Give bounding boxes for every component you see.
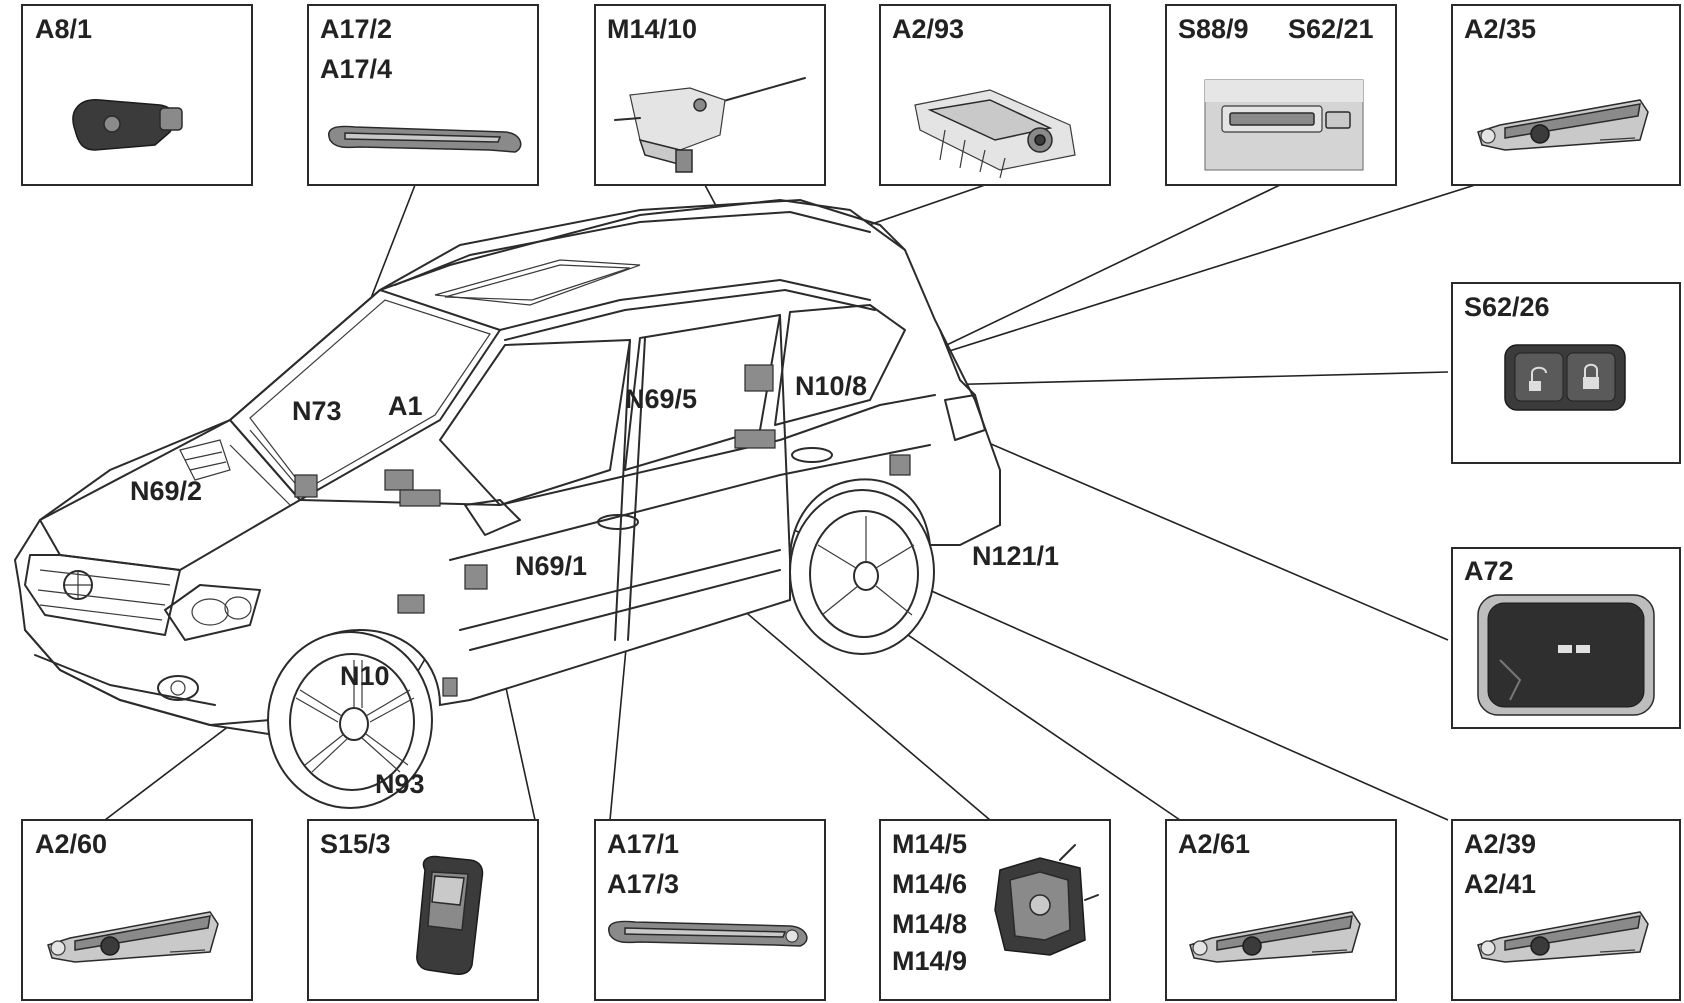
antenna-module-icon — [914, 89, 1076, 179]
actuator-motor-icon — [614, 77, 806, 173]
component-label: S62/21 — [1288, 14, 1374, 44]
component-box-s15-3: S15/3 — [307, 819, 539, 1001]
antenna-bar-icon — [47, 911, 219, 963]
component-box-a8-1: A8/1 — [21, 4, 253, 186]
component-box-a72: A72 — [1451, 547, 1681, 729]
callout-n69-2: N69/2 — [130, 476, 202, 506]
component-box-a2-35: A2/35 — [1451, 4, 1681, 186]
rocker-switch-icon — [416, 855, 484, 975]
component-box-a17-2: A17/2 A17/4 — [307, 4, 539, 186]
component-label: A2/93 — [892, 14, 964, 44]
component-label: A17/3 — [607, 869, 679, 899]
component-box-m14-10: M14/10 — [594, 4, 826, 186]
component-label: A2/41 — [1464, 869, 1536, 899]
callout-n93: N93 — [375, 769, 425, 799]
antenna-bar-icon — [1477, 99, 1649, 151]
component-label: A72 — [1464, 556, 1514, 586]
callout-n10: N10 — [340, 661, 390, 691]
component-label: A2/61 — [1178, 829, 1250, 859]
component-label: M14/8 — [892, 909, 967, 939]
door-handle-icon — [328, 125, 522, 153]
callout-labels: N73 A1 N69/2 N69/5 N10/8 N69/1 N121/1 N1… — [130, 371, 1059, 799]
component-box-m14-5: M14/5 M14/6 M14/8 M14/9 — [879, 819, 1111, 1001]
antenna-bar-icon — [1189, 911, 1361, 963]
component-label: A17/4 — [320, 54, 392, 84]
component-box-a2-39: A2/39 A2/41 — [1451, 819, 1681, 1001]
callout-n69-1: N69/1 — [515, 551, 587, 581]
component-label: A17/2 — [320, 14, 392, 44]
component-label: S15/3 — [320, 829, 391, 859]
component-label: A17/1 — [607, 829, 679, 859]
component-label: S62/26 — [1464, 292, 1550, 322]
component-box-a2-93: A2/93 — [879, 4, 1111, 186]
callout-a1: A1 — [388, 391, 423, 421]
component-label: S88/9 — [1178, 14, 1249, 44]
component-label: M14/5 — [892, 829, 967, 859]
component-box-s62-26: S62/26 — [1451, 282, 1681, 464]
key-fob-icon — [72, 99, 183, 151]
suv-outline-icon — [13, 198, 1001, 809]
control-panel-icon — [1477, 594, 1655, 716]
callout-n69-5: N69/5 — [625, 384, 697, 414]
component-box-a2-61: A2/61 — [1165, 819, 1397, 1001]
door-lock-icon — [994, 844, 1099, 956]
component-box-s88-9: S88/9 S62/21 — [1165, 4, 1397, 186]
component-box-a2-60: A2/60 — [21, 819, 253, 1001]
component-label: M14/6 — [892, 869, 967, 899]
callout-n10-8: N10/8 — [795, 371, 867, 401]
component-label: A2/39 — [1464, 829, 1536, 859]
antenna-bar-icon — [1477, 911, 1649, 963]
lock-switch-icon — [1504, 344, 1626, 411]
component-label: M14/10 — [607, 14, 697, 44]
tailgate-switch-icon — [1204, 79, 1364, 171]
component-label: M14/9 — [892, 946, 967, 976]
component-label: A8/1 — [35, 14, 92, 44]
callout-n73: N73 — [292, 396, 342, 426]
component-box-a17-1: A17/1 A17/3 — [594, 819, 826, 1001]
component-label: A2/60 — [35, 829, 107, 859]
component-label: A2/35 — [1464, 14, 1536, 44]
callout-n121-1: N121/1 — [972, 541, 1059, 571]
door-handle-icon — [608, 920, 808, 947]
